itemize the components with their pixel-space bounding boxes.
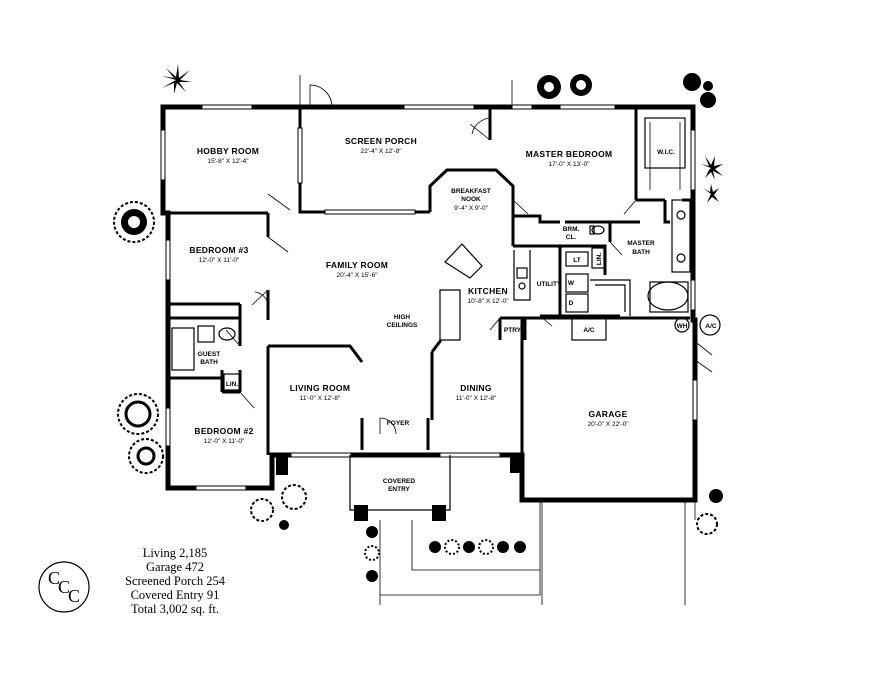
logo-letter-2: C bbox=[58, 577, 70, 597]
doors bbox=[225, 84, 713, 435]
hobby-room-label: HOBBY ROOM bbox=[197, 146, 259, 156]
fixtures bbox=[171, 75, 721, 605]
bedroom2-dim: 12'-0" X 11'-0" bbox=[204, 438, 245, 445]
covered-entry-sqft: Covered Entry 91 bbox=[130, 588, 220, 602]
palm-plant-icon bbox=[162, 64, 192, 94]
palm-plant-icon bbox=[701, 156, 723, 180]
breakfast-nook-dim: 9'-4" X 9'-0" bbox=[454, 205, 489, 212]
high-ceilings-label: HIGH bbox=[394, 314, 411, 321]
garage-label: GARAGE bbox=[588, 409, 627, 419]
kitchen-label: KITCHEN bbox=[468, 286, 508, 296]
living-sqft: Living 2,185 bbox=[142, 546, 208, 560]
brm-cl-label: BRM. bbox=[563, 226, 580, 233]
bedroom2-label: BEDROOM #2 bbox=[194, 426, 253, 436]
guest-bath-label: GUEST bbox=[198, 351, 220, 358]
bedroom3-label: BEDROOM #3 bbox=[189, 245, 248, 255]
dining-label: DINING bbox=[460, 383, 492, 393]
washer-label: W bbox=[568, 280, 575, 287]
total-sqft: Total 3,002 sq. ft. bbox=[130, 602, 219, 616]
lin-guest-label: LIN. bbox=[226, 381, 238, 388]
high-ceilings-label-2: CEILINGS bbox=[387, 322, 418, 329]
garage-dim: 20'-0" X 22'-0" bbox=[587, 421, 629, 428]
shrub-icon bbox=[113, 73, 723, 582]
hobby-room-dim: 15'-8" X 12'-4" bbox=[207, 158, 249, 165]
pantry-label: PTRY. bbox=[504, 327, 522, 334]
guest-bath-label-2: BATH bbox=[200, 359, 218, 366]
family-room-label: FAMILY ROOM bbox=[326, 260, 388, 270]
logo-letter-1: C bbox=[48, 568, 60, 588]
master-bedroom-dim: 17'-0" X 13'-0" bbox=[548, 161, 590, 168]
ac-outside-label: A/C bbox=[705, 323, 717, 330]
wh-label: WH bbox=[677, 323, 688, 330]
landscaping bbox=[113, 64, 723, 582]
brm-cl-label-2: CL. bbox=[566, 234, 577, 241]
lt-label: LT bbox=[573, 257, 580, 264]
screened-porch-sqft: Screened Porch 254 bbox=[125, 574, 225, 588]
kitchen-dim: 10'-8" X 12'-0" bbox=[467, 298, 509, 305]
dining-dim: 11'-0" X 12'-8" bbox=[456, 395, 497, 402]
palm-plant-icon bbox=[703, 184, 719, 203]
master-bath-label-2: BATH bbox=[632, 249, 650, 256]
covered-entry-label-2: ENTRY bbox=[388, 486, 410, 493]
foyer-label: FOYER bbox=[387, 420, 410, 427]
screen-porch-label: SCREEN PORCH bbox=[345, 136, 417, 146]
breakfast-nook-label: BREAKFAST bbox=[451, 188, 491, 195]
master-bedroom-label: MASTER BEDROOM bbox=[526, 149, 613, 159]
lin-master-label: LIN. bbox=[596, 253, 603, 265]
wic-label: W.I.C. bbox=[657, 149, 675, 156]
dryer-label: D bbox=[569, 300, 574, 307]
room-labels: HOBBY ROOM 15'-8" X 12'-4" SCREEN PORCH … bbox=[189, 136, 717, 493]
family-room-dim: 20'-4" X 15'-6" bbox=[336, 272, 378, 279]
screen-porch-dim: 22'-4" X 12'-8" bbox=[360, 148, 402, 155]
garage-sqft: Garage 472 bbox=[146, 560, 204, 574]
windows bbox=[160, 104, 698, 491]
living-room-label: LIVING ROOM bbox=[290, 383, 350, 393]
utility-label: UTILITY bbox=[537, 281, 562, 288]
logo-letter-3: C bbox=[68, 586, 80, 606]
covered-entry-label: COVERED bbox=[383, 478, 415, 485]
square-footage-summary: Living 2,185 Garage 472 Screened Porch 2… bbox=[110, 546, 240, 616]
master-bath-label: MASTER bbox=[627, 240, 655, 247]
ac-inside-label: A/C bbox=[583, 327, 595, 334]
bedroom3-dim: 12'-0" X 11'-0" bbox=[199, 257, 240, 264]
living-room-dim: 11'-0" X 12'-8" bbox=[300, 395, 341, 402]
ccc-logo: C C C bbox=[38, 561, 90, 613]
breakfast-nook-label-2: NOOK bbox=[461, 196, 481, 203]
